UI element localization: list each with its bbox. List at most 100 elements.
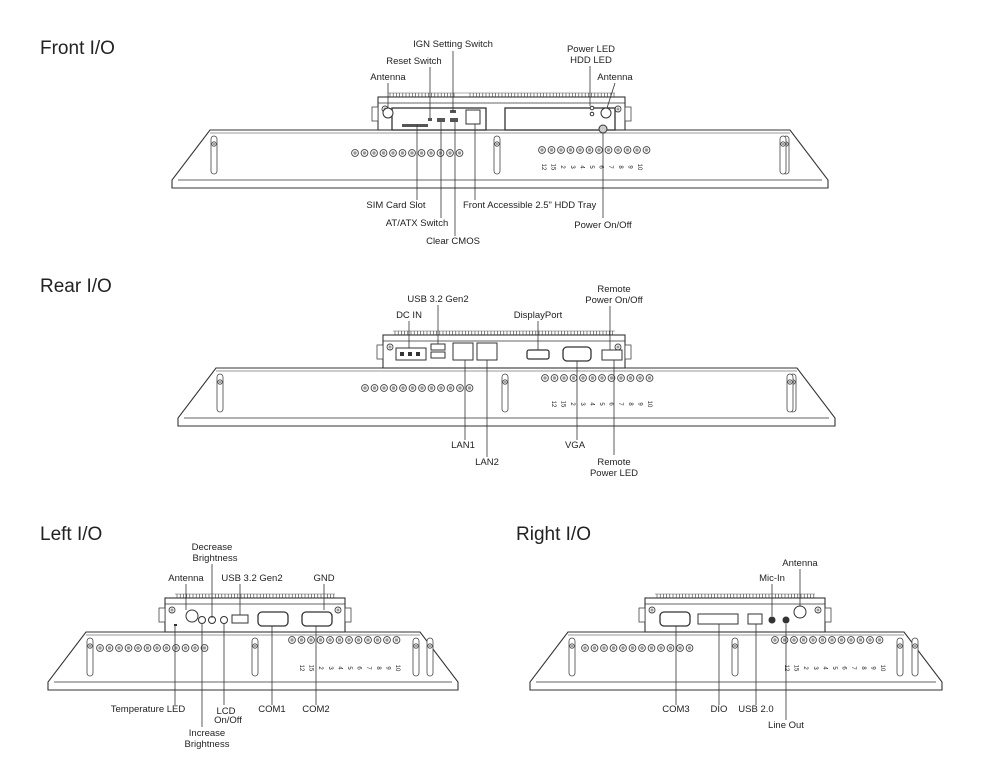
scale-mark: 8 [627, 402, 633, 406]
scale-mark: 5 [831, 666, 837, 670]
label-hdd-led: HDD LED [570, 55, 612, 66]
hdd-led-icon [589, 111, 595, 117]
remote-power-connector-icon [601, 349, 623, 361]
slot-screw-icon-center [733, 644, 737, 648]
scale-mark: 8 [375, 666, 381, 670]
screw-icon-center [366, 638, 370, 642]
label-dc-in: DC IN [396, 310, 422, 321]
usb-port-icon [231, 614, 249, 624]
scale-mark: 6 [356, 666, 362, 670]
scale-mark: 5 [346, 666, 352, 670]
label-lcd-on-off-2: On/Off [214, 715, 242, 726]
label-usb-3-2-gen2-left: USB 3.2 Gen2 [221, 573, 283, 584]
screw-icon-center [309, 638, 313, 642]
screw-icon-center [372, 151, 376, 155]
screw-icon-center [590, 376, 595, 380]
lan2-port-icon [476, 342, 498, 361]
screw-icon-center [687, 646, 692, 650]
slot-screw-icon-center [788, 380, 792, 384]
antenna-icon [793, 605, 807, 619]
label-com1: COM1 [258, 704, 286, 715]
screw-icon-center [372, 386, 377, 390]
slot-screw-icon-center [913, 644, 917, 648]
screw-icon-center [649, 646, 654, 650]
screw-icon-center [98, 646, 102, 650]
screw-icon-center [549, 148, 554, 152]
at-atx-switch-icon [437, 118, 445, 122]
side-latch [638, 607, 646, 623]
screw-icon-center [337, 638, 342, 642]
screw-icon-center [568, 148, 573, 152]
label-clear-cmos: Clear CMOS [426, 236, 480, 247]
scale-mark: 12 [540, 164, 546, 171]
leader-antenna-right [606, 82, 616, 109]
screw-icon-center [126, 646, 131, 650]
scale-mark: 2 [559, 165, 565, 169]
button-icon [220, 616, 228, 624]
screw-icon-center [117, 646, 121, 650]
scale-mark: 15 [308, 665, 314, 672]
slot-screw-icon-center [218, 380, 222, 384]
scale-mark: 15 [560, 401, 566, 408]
rear-io-title: Rear I/O [40, 276, 112, 297]
label-dio: DIO [710, 704, 728, 715]
screw-icon-center [202, 646, 207, 650]
screw-icon-center [583, 646, 587, 650]
screw-icon-center [193, 646, 197, 650]
screw-icon-center [659, 646, 663, 650]
screw-icon-center [630, 646, 635, 650]
scale-mark: 10 [636, 164, 642, 171]
scale-mark: 12 [550, 401, 556, 408]
screw-icon-center [145, 646, 150, 650]
label-remote-power-led-2: Power LED [589, 468, 639, 479]
screw-icon-center [587, 148, 592, 152]
line-out-jack-icon [782, 616, 790, 624]
screw-icon-center [640, 646, 644, 650]
screw-icon-center [164, 646, 169, 650]
screw-icon-center [619, 376, 623, 380]
button-icon [198, 616, 206, 624]
label-remote-power-on-off-1: Remote [597, 284, 631, 295]
screw-icon-center [410, 151, 414, 155]
dc-in-pin [416, 352, 420, 356]
label-decrease-brightness-1: Decrease [191, 542, 233, 553]
label-mic-in: Mic-In [759, 573, 785, 584]
screw-icon-center [328, 638, 332, 642]
scale-mark: 3 [812, 666, 818, 670]
screw-icon-center [382, 386, 386, 390]
label-com3: COM3 [662, 704, 690, 715]
screw-icon-center [429, 386, 434, 390]
scale-mark: 10 [879, 665, 885, 672]
screw-icon-center [353, 151, 357, 155]
antenna-icon [185, 609, 199, 623]
label-at-atx-switch: AT/ATX Switch [385, 218, 449, 229]
label-lan2: LAN2 [475, 457, 499, 468]
label-antenna-right: Antenna [782, 558, 818, 569]
screw-icon-center [621, 646, 625, 650]
screw-icon-center [668, 646, 673, 650]
scale-mark: 15 [793, 665, 799, 672]
slot-screw-icon-center [495, 142, 499, 146]
side-latch [158, 607, 166, 623]
usb-port-icon [430, 343, 446, 351]
label-remote-power-on-off-2: Power On/Off [585, 295, 643, 306]
screw-icon-center [816, 608, 820, 612]
slot-screw-icon-center [414, 644, 418, 648]
screw-icon-center [625, 148, 630, 152]
label-antenna-front-left: Antenna [370, 72, 406, 83]
screw-icon-center [347, 638, 351, 642]
screw-icon-center [375, 638, 380, 642]
label-lan1: LAN1 [451, 440, 475, 451]
label-line-out: Line Out [768, 720, 804, 731]
screw-icon-center [600, 376, 604, 380]
screw-icon-center [401, 386, 405, 390]
screw-icon-center [839, 638, 844, 642]
right-io-title: Right I/O [516, 524, 591, 545]
scale-mark: 12 [298, 665, 304, 672]
scale-mark: 3 [569, 165, 575, 169]
screw-icon-center [571, 376, 576, 380]
screw-icon-center [820, 638, 825, 642]
screw-icon-center [394, 638, 399, 642]
scale-mark: 7 [607, 165, 613, 169]
label-increase-brightness-1: Increase [188, 728, 226, 739]
